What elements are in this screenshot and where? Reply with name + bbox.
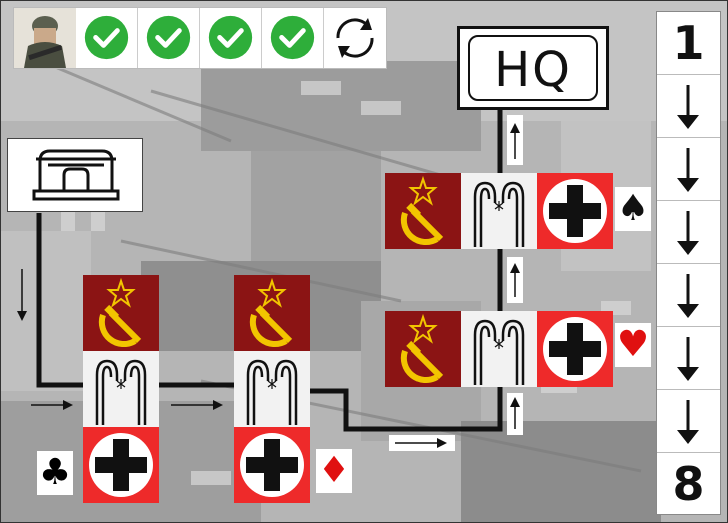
check-icon: [200, 8, 262, 68]
turn-counter: 1 8: [656, 11, 721, 515]
barbed-wire-icon: [473, 319, 525, 385]
hq-box: HQ: [457, 26, 609, 110]
soviet-tile[interactable]: [385, 173, 461, 249]
arrow-down-icon: [677, 337, 699, 381]
arrow-up-icon: [510, 263, 520, 297]
balkenkreuz-icon: [89, 433, 153, 497]
arrow-down-icon: [677, 211, 699, 255]
arrow-down-icon: [677, 148, 699, 192]
hammer-sickle-icon: [249, 277, 293, 348]
german-tile[interactable]: [537, 173, 613, 249]
arrow-up-icon: [510, 397, 520, 429]
arrow-down-icon: [17, 269, 27, 321]
barbed-wire-icon: [246, 359, 298, 425]
diamond-icon: ♦: [316, 449, 352, 493]
arrow-right-icon: [395, 438, 447, 448]
soldier-portrait: [14, 8, 76, 68]
check-icon: [262, 8, 324, 68]
status-bar: [13, 7, 387, 69]
arrow-down-icon: [677, 85, 699, 129]
counter-step: [657, 201, 720, 264]
check-icon: [138, 8, 200, 68]
arrow-box: [507, 393, 523, 435]
bunker-start: [7, 138, 143, 212]
hq-label: HQ: [468, 35, 598, 101]
german-tile[interactable]: [234, 427, 310, 503]
spade-icon: ♠: [615, 187, 651, 231]
arrow-box: [389, 435, 455, 451]
balkenkreuz-icon: [543, 317, 607, 381]
counter-start: 1: [657, 12, 720, 75]
barbed-wire-tile[interactable]: [461, 173, 537, 249]
refresh-icon[interactable]: [324, 8, 386, 68]
heart-icon: ♥: [615, 323, 651, 367]
barbed-wire-tile[interactable]: [461, 311, 537, 387]
soviet-tile[interactable]: [83, 275, 159, 351]
counter-step: [657, 138, 720, 201]
arrow-down-icon: [677, 274, 699, 318]
counter-end: 8: [672, 457, 705, 511]
club-icon: ♣: [37, 451, 73, 495]
arrow-right-icon: [171, 400, 223, 410]
soviet-tile[interactable]: [234, 275, 310, 351]
german-tile[interactable]: [537, 311, 613, 387]
counter-step: [657, 327, 720, 390]
bunker-icon: [32, 149, 120, 201]
counter-step: [657, 75, 720, 138]
balkenkreuz-icon: [543, 179, 607, 243]
check-icon: [76, 8, 138, 68]
german-tile[interactable]: [83, 427, 159, 503]
barbed-wire-tile[interactable]: [234, 351, 310, 427]
hammer-sickle-icon: [400, 175, 444, 246]
arrow-up-icon: [510, 123, 520, 159]
balkenkreuz-icon: [240, 433, 304, 497]
hammer-sickle-icon: [98, 277, 142, 348]
barbed-wire-icon: [473, 181, 525, 247]
barbed-wire-icon: [95, 359, 147, 425]
arrow-box: [507, 115, 523, 165]
counter-step: [657, 390, 720, 453]
soviet-tile[interactable]: [385, 311, 461, 387]
barbed-wire-tile[interactable]: [83, 351, 159, 427]
arrow-box: [507, 257, 523, 303]
arrow-down-icon: [677, 400, 699, 444]
hammer-sickle-icon: [400, 313, 444, 384]
arrow-right-icon: [31, 400, 73, 410]
counter-step: [657, 264, 720, 327]
